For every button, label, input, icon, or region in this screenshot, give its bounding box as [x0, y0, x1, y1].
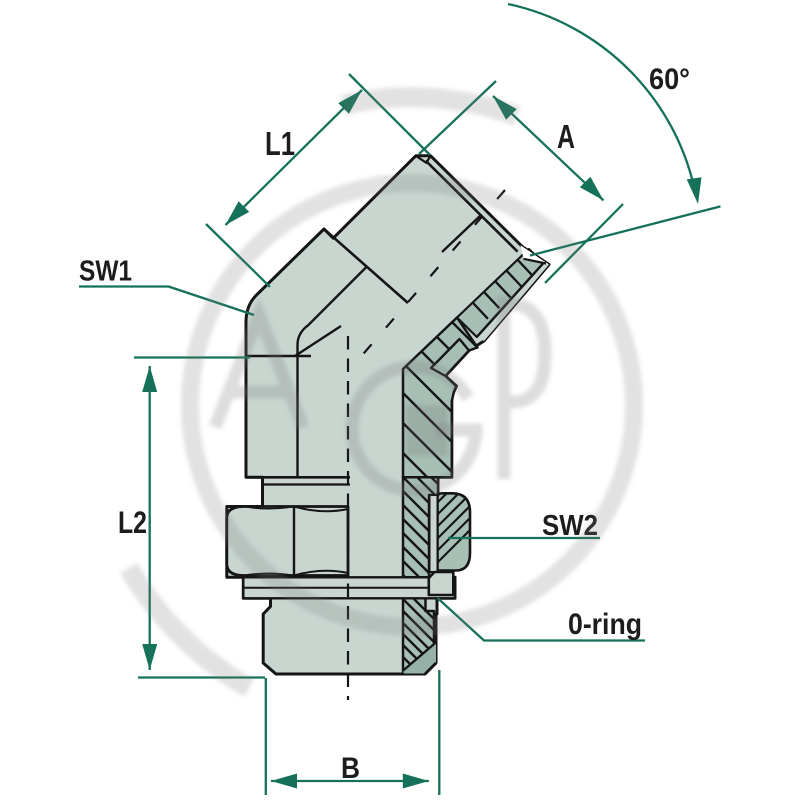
svg-text:0-ring: 0-ring [568, 608, 642, 641]
svg-text:A: A [557, 118, 575, 155]
svg-text:60°: 60° [649, 63, 690, 96]
svg-text:L2: L2 [118, 504, 147, 540]
svg-text:L1: L1 [265, 125, 295, 162]
svg-text:B: B [341, 752, 360, 785]
svg-text:SW1: SW1 [79, 256, 132, 288]
